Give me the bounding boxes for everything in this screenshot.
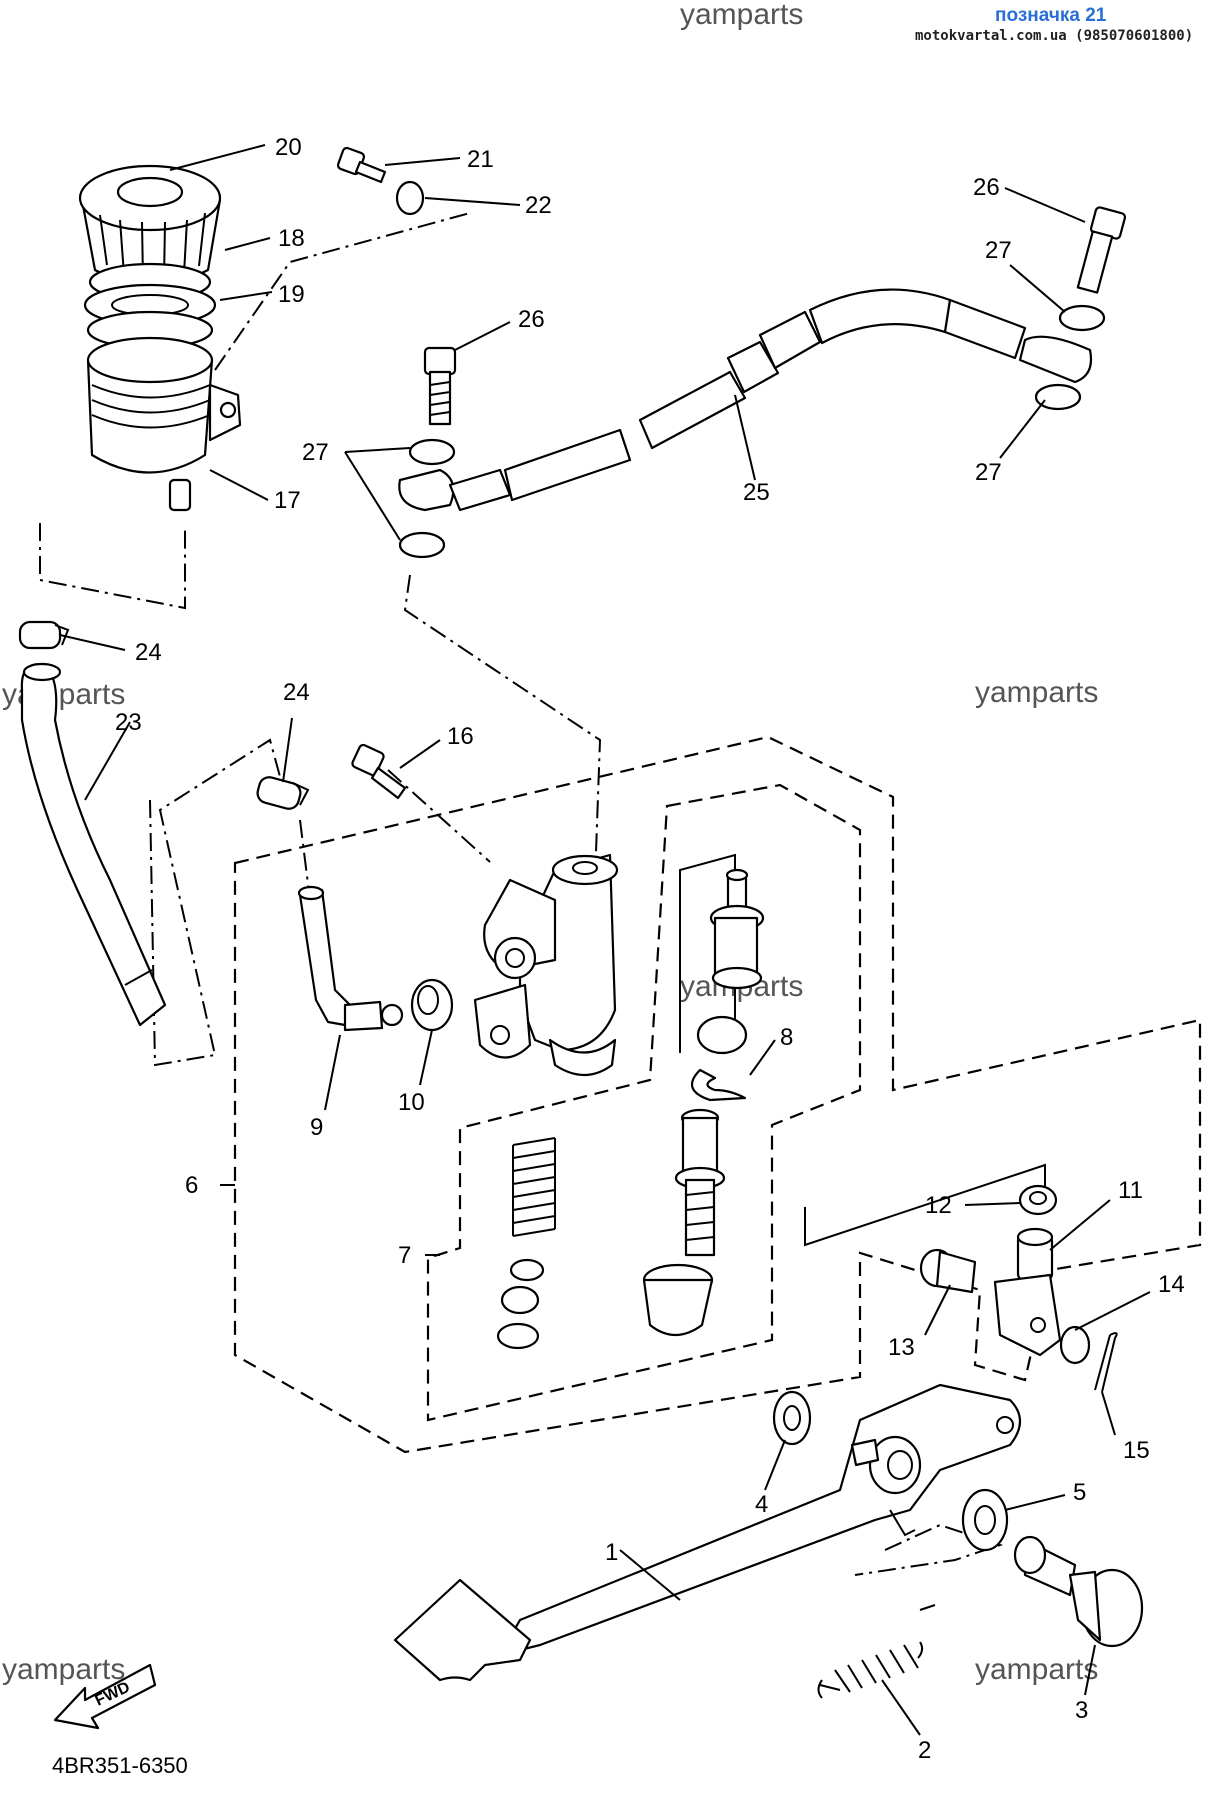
callout-20: 20 (275, 134, 302, 161)
callout-24b: 24 (283, 679, 310, 706)
assembly-line (39, 523, 186, 610)
washer-icon (395, 180, 425, 216)
piston-cup-icon (496, 1258, 545, 1350)
circlip-icon (690, 1068, 747, 1102)
bolt-icon (336, 146, 387, 184)
callout-3: 3 (1075, 1697, 1088, 1724)
callout-16: 16 (447, 723, 474, 750)
badge-label: позначка 21 (995, 5, 1107, 26)
diaphragm-icon (83, 262, 217, 350)
watermark: yamparts (680, 0, 804, 31)
assembly-line (387, 769, 491, 863)
callout-17: 17 (274, 487, 301, 514)
callout-27b: 27 (975, 459, 1002, 486)
callout-14: 14 (1158, 1271, 1185, 1298)
banjo-bolt-icon (423, 346, 457, 426)
banjo-bolt-icon (1076, 206, 1127, 294)
assembly-line (919, 1604, 936, 1611)
pivot-bolt-icon (1013, 1535, 1144, 1648)
assembly-line (854, 1523, 1004, 1576)
dust-boot-icon (642, 1263, 714, 1337)
assembly-line (403, 574, 602, 881)
callout-19: 19 (278, 281, 305, 308)
callout-9: 9 (310, 1114, 323, 1141)
group-outline-7 (426, 783, 862, 1422)
reservoir-hose-icon (20, 662, 167, 1027)
return-spring-icon (817, 1641, 924, 1699)
callout-1: 1 (605, 1539, 618, 1566)
callout-12: 12 (925, 1192, 952, 1219)
callout-25: 25 (743, 479, 770, 506)
fwd-arrow-icon: FWD (53, 1663, 157, 1730)
push-rod-icon (674, 1108, 726, 1257)
washer-icon (772, 1390, 812, 1446)
group-outline-6 (233, 735, 1202, 1454)
washer-icon (961, 1488, 1009, 1552)
reservoir-cap-icon (78, 164, 222, 287)
callout-2: 2 (918, 1737, 931, 1764)
piston-icon (696, 868, 765, 1055)
copper-washer-icon (408, 438, 456, 466)
callout-4: 4 (755, 1491, 768, 1518)
callout-5: 5 (1073, 1479, 1086, 1506)
brake-hose-icon (398, 288, 1093, 512)
brake-pedal-icon (393, 1383, 1022, 1682)
screw-icon (351, 743, 407, 800)
callout-26b: 26 (973, 174, 1000, 201)
callout-24: 24 (135, 639, 162, 666)
copper-washer-icon (1034, 383, 1082, 411)
assembly-line (214, 212, 471, 371)
leader-lines (59, 144, 1151, 1736)
grommet-icon (410, 978, 454, 1032)
callout-21: 21 (467, 146, 494, 173)
callout-7: 7 (398, 1242, 411, 1269)
watermark: yamparts (975, 1653, 1099, 1686)
callout-8: 8 (780, 1024, 793, 1051)
copper-washer-icon (398, 531, 446, 559)
clevis-icon (993, 1227, 1062, 1357)
callout-22: 22 (525, 192, 552, 219)
callout-13: 13 (888, 1334, 915, 1361)
copper-washer-icon (1058, 304, 1106, 332)
callout-10: 10 (398, 1089, 425, 1116)
diagram-code: 4BR351-6350 (52, 1753, 188, 1778)
callout-27c: 27 (302, 439, 329, 466)
site-label: motokvartal.com.ua (985070601800) (915, 28, 1194, 44)
callout-23: 23 (115, 709, 142, 736)
callout-11: 11 (1118, 1177, 1143, 1204)
reservoir-body-icon (86, 336, 242, 512)
nut-icon (1018, 1184, 1058, 1216)
clevis-pin-icon (919, 1248, 977, 1294)
watermark: yamparts (975, 676, 1099, 709)
washer-icon (1059, 1325, 1091, 1365)
elbow-fitting-icon (297, 885, 404, 1032)
callout-6: 6 (185, 1172, 198, 1199)
callout-26: 26 (518, 306, 545, 333)
hose-clamp-icon (256, 776, 310, 810)
callout-15: 15 (1123, 1437, 1150, 1464)
callout-27: 27 (985, 237, 1012, 264)
watermark: yamparts (2, 1653, 126, 1686)
cotter-pin-icon (1094, 1332, 1118, 1393)
master-cylinder-icon (473, 853, 619, 1076)
callout-18: 18 (278, 225, 305, 252)
spring-icon (512, 1137, 556, 1237)
